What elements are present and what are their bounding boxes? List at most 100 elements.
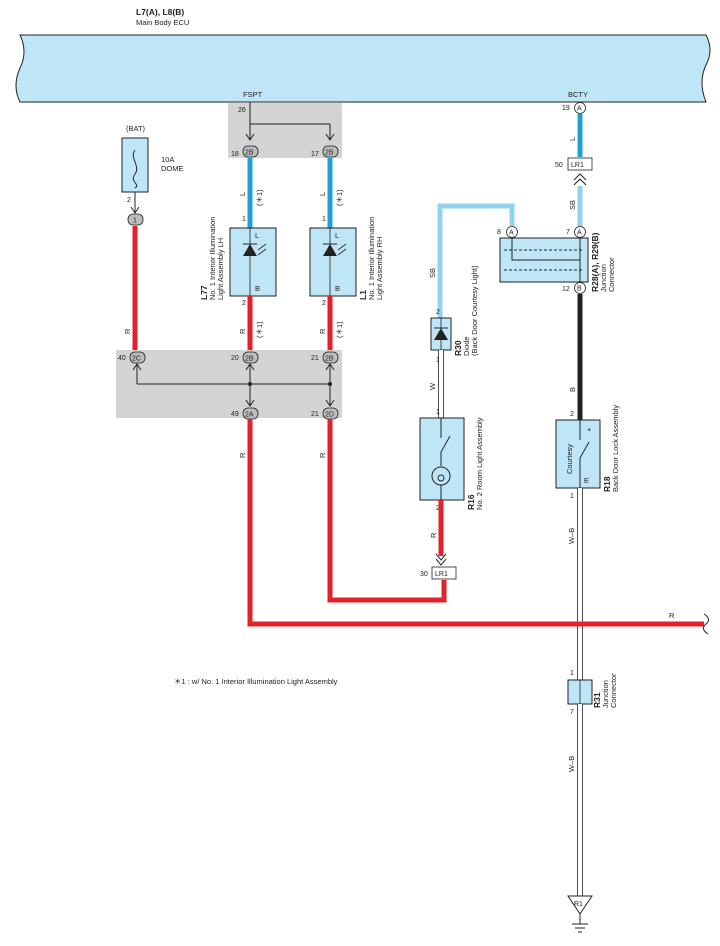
wire-label-b: B	[568, 387, 577, 392]
wire-label-l-left: L	[238, 192, 247, 196]
ecu-pin-bcty: BCTY	[568, 90, 588, 99]
r18-name: Back Door Lock Assembly	[611, 405, 620, 492]
wire-label-star-right-bot: (＊1)	[335, 321, 344, 338]
wire-label-l-bcty: L	[568, 137, 577, 141]
fspt-right-pin: 17	[311, 151, 319, 158]
svg-text:2B: 2B	[325, 356, 334, 363]
r31-id: R31	[592, 692, 602, 708]
r16-name: No. 2 Room Light Assembly	[475, 417, 484, 510]
r18-id: R18	[602, 476, 612, 492]
svg-text:1: 1	[133, 218, 137, 225]
wire-label-r-low-right: R	[318, 452, 327, 458]
wire-label-sb-bcty: SB	[568, 200, 577, 210]
svg-text:LR1: LR1	[435, 571, 448, 578]
jc-a-pin: 40	[118, 355, 126, 362]
l77-pin-1: 1	[242, 216, 246, 223]
l77-id: L77	[199, 285, 209, 300]
r16-id: R16	[466, 494, 476, 510]
connector-2b-right: 2B	[322, 145, 339, 158]
connector-2b-left: 2B	[242, 145, 259, 158]
r16-room-light	[419, 417, 465, 501]
l1-name1: No. 1 Interior Illumination	[367, 217, 376, 300]
r28-name2: Connector	[607, 257, 616, 292]
main-body-ecu	[15, 34, 711, 103]
r18-pin-2: 2	[570, 411, 574, 418]
r18-pin-1: 1	[570, 493, 574, 500]
connector-2d: 2D	[322, 407, 339, 420]
l77-b-label: B	[255, 284, 260, 293]
wire-label-r-r16: R	[429, 532, 438, 538]
led-icon-right	[323, 244, 337, 256]
jc-d-pin: 49	[231, 411, 239, 418]
jc-b-pin: 20	[231, 355, 239, 362]
svg-text:2B: 2B	[325, 150, 334, 157]
fuse-dome	[121, 137, 149, 193]
ecu-connector-label: L7(A), L8(B)	[136, 7, 184, 17]
svg-text:A: A	[577, 230, 582, 237]
connector-2c: 2C	[129, 351, 146, 364]
l77-name1: No. 1 Interior Illumination	[208, 217, 217, 300]
r31-name1: Junction	[601, 680, 610, 708]
svg-text:2A: 2A	[245, 412, 254, 419]
l1-l-label: L	[335, 231, 339, 240]
ecu-name-label: Main Body ECU	[136, 18, 189, 27]
wire-label-wb-2: W–B	[567, 756, 576, 772]
r31-name2: Connector	[609, 673, 618, 708]
lr1-top-pin: 50	[555, 162, 563, 169]
ground-label: R1	[574, 901, 583, 908]
switch-icon	[440, 435, 451, 453]
wire-label-star-left-bot: (＊1)	[255, 321, 264, 338]
lr1-chevron-bottom	[435, 553, 447, 566]
wire-label-r-fuse: R	[123, 328, 132, 334]
r28-connector-a-left: A	[506, 226, 518, 238]
lr1-connector-bottom: LR1	[431, 566, 457, 580]
r18-back-door-lock	[555, 419, 601, 489]
l1-b-label: B	[335, 284, 340, 293]
r30-id: R30	[453, 340, 463, 356]
wire-label-r-right-mid: R	[318, 328, 327, 334]
l1-name2: Light Assembly RH	[375, 237, 384, 300]
wire-label-w: W	[428, 382, 437, 390]
r30-name1: Diode	[462, 336, 471, 356]
wire-label-star-left-top: (＊1)	[255, 189, 264, 206]
courtesy-switch-icon	[579, 441, 590, 459]
r28-pin-8: 8	[497, 229, 501, 236]
r28-connector-b: B	[574, 282, 586, 294]
wire-label-wb-1: W–B	[567, 528, 576, 544]
wire-r-to-lr1	[327, 419, 447, 603]
l77-light-assembly	[229, 227, 277, 297]
r28-pin-7: 7	[566, 229, 570, 236]
r16-pin-2: 2	[436, 505, 440, 512]
connector-2b-mid-left: 2B	[242, 351, 259, 364]
wire-label-l-right: L	[318, 192, 327, 196]
footnote-star1: ＊1 : w/ No. 1 Interior Illumination Ligh…	[174, 677, 338, 686]
r18-inner: Courtesy	[565, 444, 574, 474]
ground-icon	[567, 895, 593, 933]
r30-name2: (Back Door Courtesy Light)	[470, 265, 479, 356]
l1-light-assembly	[309, 227, 357, 297]
wire-label-sb-diode: SB	[428, 268, 437, 278]
svg-text:A: A	[577, 106, 582, 113]
led-icon-left	[243, 244, 257, 256]
wire-break-icon	[702, 613, 710, 635]
l1-pin-1: 1	[322, 216, 326, 223]
svg-text:2B: 2B	[245, 356, 254, 363]
fuse-pin: 2	[127, 197, 131, 204]
fuse-source: (BAT)	[126, 124, 146, 133]
svg-text:A: A	[509, 230, 514, 237]
r18-plus: +	[587, 425, 592, 434]
mid-block-internal	[132, 363, 335, 407]
bcty-pin: 19	[562, 105, 570, 112]
jc-e-pin: 21	[311, 411, 319, 418]
wire-label-r-right-end: R	[669, 611, 675, 620]
svg-text:2B: 2B	[245, 150, 254, 157]
lr1-connector-top: LR1	[567, 157, 593, 186]
svg-text:2C: 2C	[132, 356, 141, 363]
bcty-connector-a: A	[574, 102, 586, 114]
connector-2a: 2A	[242, 407, 259, 420]
wire-r-main-horizontal	[247, 419, 704, 627]
r28-connector-a-right: A	[574, 226, 586, 238]
fspt-left-pin: 18	[231, 151, 239, 158]
l1-id: L1	[358, 290, 368, 300]
